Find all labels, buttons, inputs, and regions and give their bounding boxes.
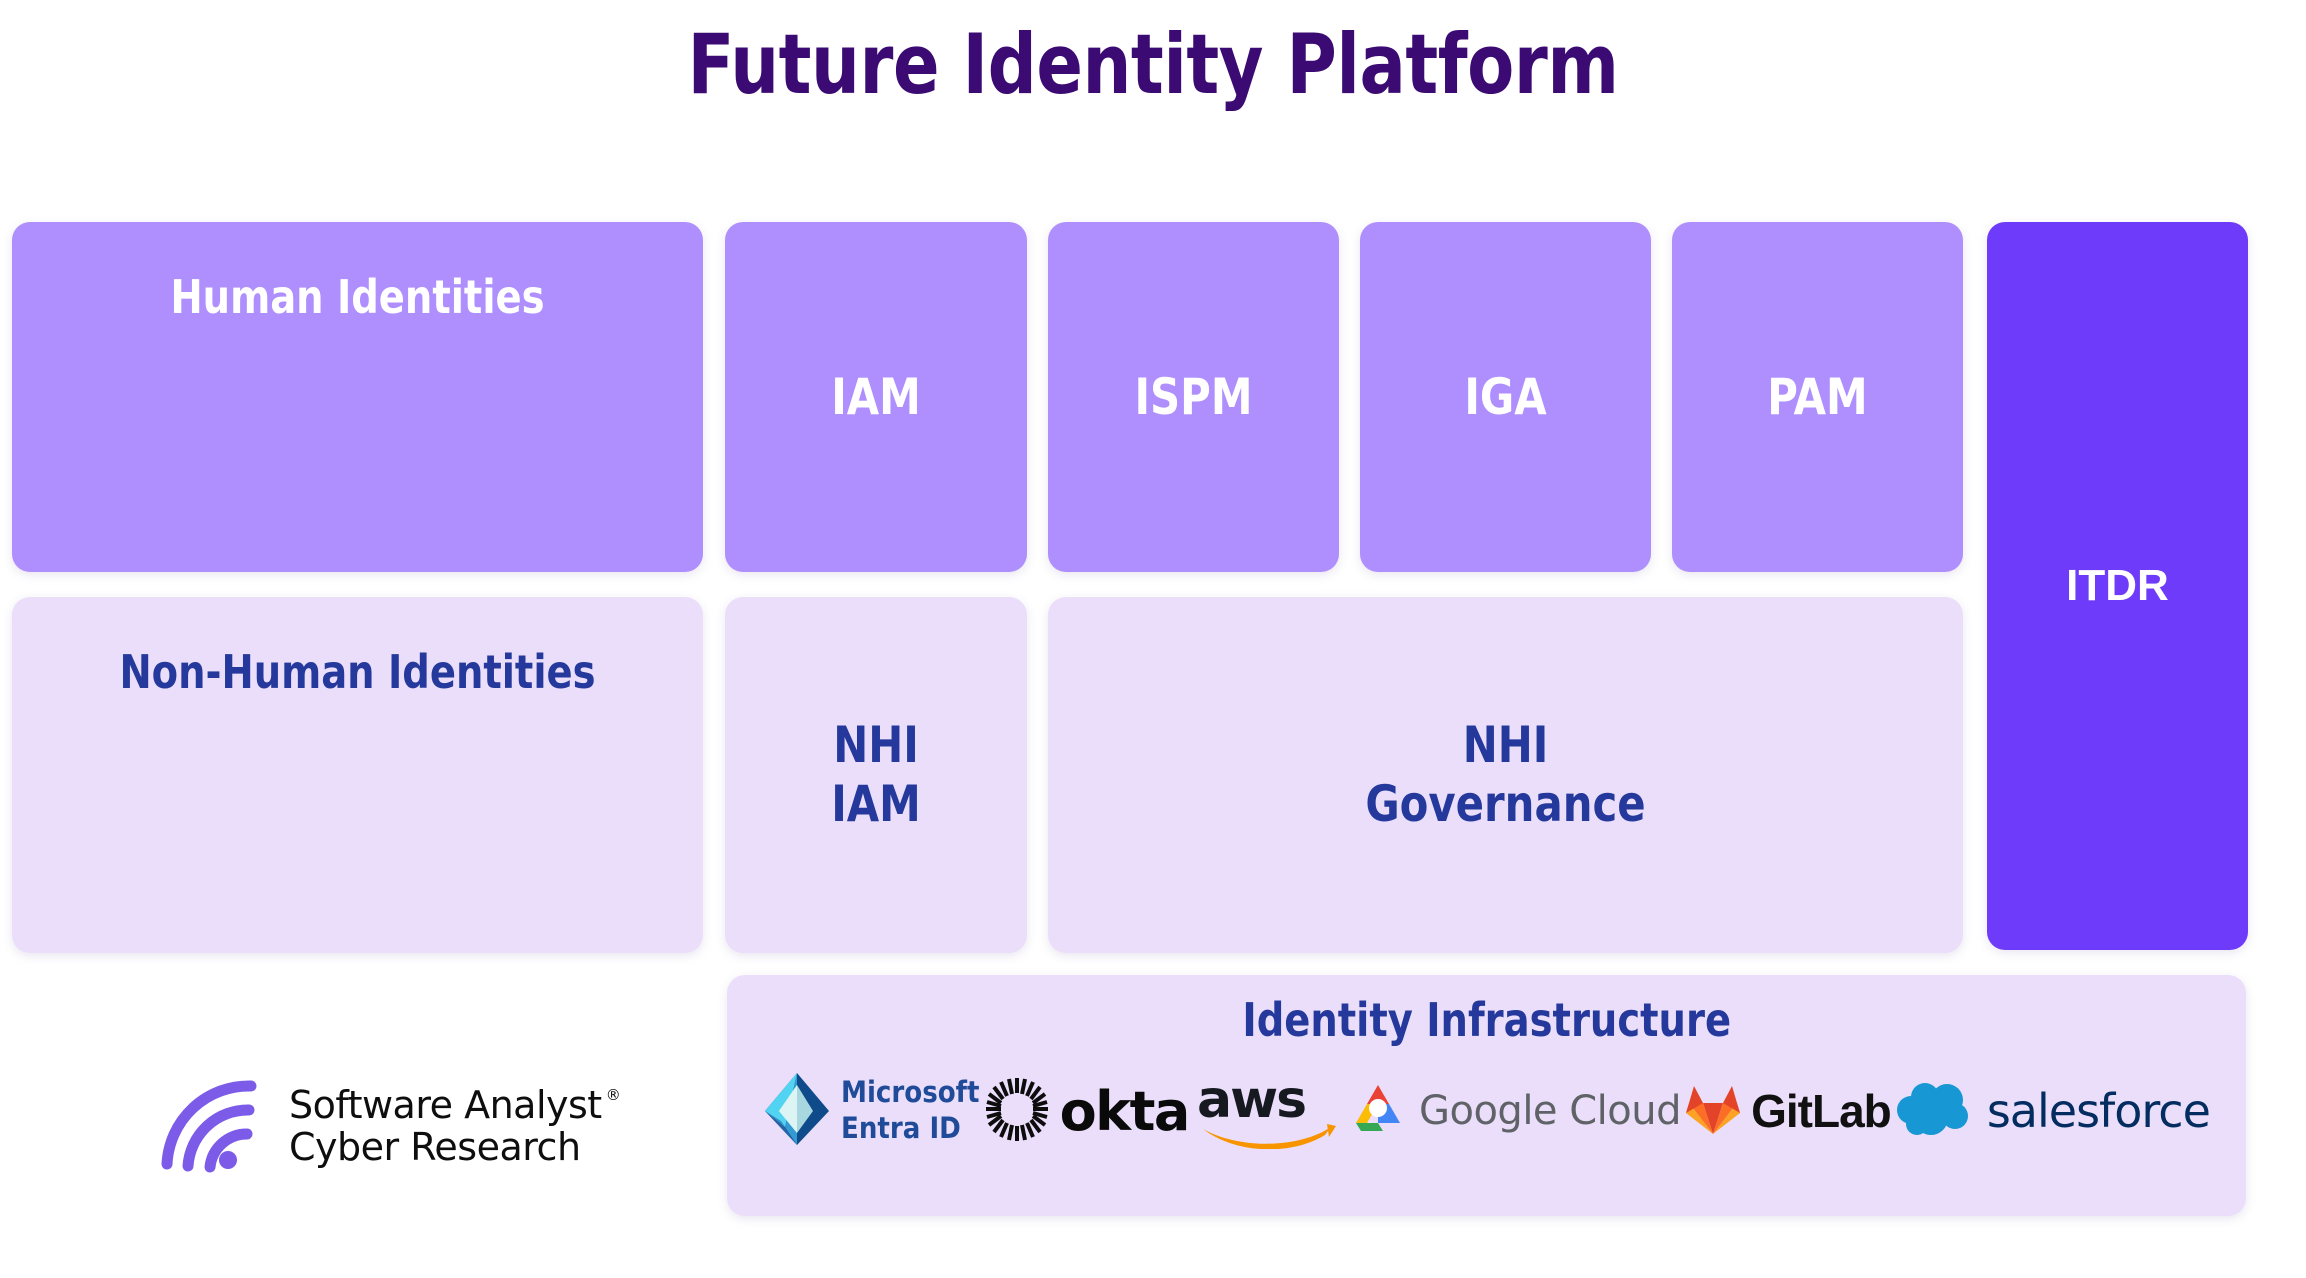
brand-logo: Software Analyst ® Cyber Research bbox=[155, 1072, 621, 1181]
vendor-aws[interactable]: aws bbox=[1193, 1069, 1343, 1153]
google-cloud-icon bbox=[1347, 1081, 1409, 1142]
brand-line2: Cyber Research bbox=[289, 1124, 581, 1169]
google-cloud-wordmark: Google Cloud bbox=[1418, 1088, 1682, 1134]
card-iam-label: IAM bbox=[831, 367, 921, 426]
salesforce-icon bbox=[1895, 1080, 1977, 1143]
vendor-line2: Entra ID bbox=[841, 1111, 961, 1145]
card-itdr[interactable]: ITDR bbox=[1987, 222, 2248, 950]
card-iga-label: IGA bbox=[1464, 367, 1547, 426]
card-pam-label: PAM bbox=[1767, 367, 1868, 426]
vendor-salesforce[interactable]: salesforce bbox=[1895, 1069, 2211, 1153]
registered-mark: ® bbox=[605, 1085, 621, 1104]
card-iam[interactable]: IAM bbox=[725, 222, 1027, 572]
vendor-logo-row: Microsoft Entra ID bbox=[727, 1069, 2246, 1153]
card-itdr-label: ITDR bbox=[2066, 561, 2169, 611]
gitlab-wordmark: GitLab bbox=[1751, 1085, 1892, 1137]
salesforce-wordmark: salesforce bbox=[1986, 1084, 2211, 1138]
svg-text:aws: aws bbox=[1197, 1070, 1305, 1130]
card-ispm[interactable]: ISPM bbox=[1048, 222, 1339, 572]
vendor-google-cloud[interactable]: Google Cloud bbox=[1347, 1069, 1682, 1153]
identity-infrastructure-title: Identity Infrastructure bbox=[1242, 993, 1731, 1047]
card-human-identities-label: Human Identities bbox=[170, 270, 545, 324]
card-iga[interactable]: IGA bbox=[1360, 222, 1651, 572]
microsoft-entra-id-wordmark: Microsoft Entra ID bbox=[841, 1075, 979, 1147]
signal-arcs-icon bbox=[155, 1072, 275, 1181]
vendor-okta[interactable]: okta bbox=[984, 1069, 1191, 1153]
card-human-identities[interactable]: Human Identities bbox=[12, 222, 703, 572]
microsoft-entra-id-icon bbox=[763, 1071, 831, 1152]
page-title: Future Identity Platform bbox=[687, 16, 1619, 113]
vendor-gitlab[interactable]: GitLab bbox=[1685, 1069, 1892, 1153]
card-nhi-governance[interactable]: NHI Governance bbox=[1048, 597, 1963, 953]
gitlab-icon bbox=[1685, 1082, 1741, 1141]
vendor-line1: Microsoft bbox=[841, 1075, 980, 1110]
aws-icon: aws bbox=[1193, 1069, 1343, 1154]
card-ispm-label: ISPM bbox=[1134, 367, 1253, 426]
card-nhi-iam-label: NHI IAM bbox=[831, 716, 921, 833]
vendor-microsoft-entra-id[interactable]: Microsoft Entra ID bbox=[763, 1069, 979, 1153]
card-nonhuman-identities-label: Non-Human Identities bbox=[119, 645, 596, 699]
okta-icon bbox=[984, 1076, 1050, 1147]
okta-wordmark: okta bbox=[1059, 1079, 1191, 1143]
card-pam[interactable]: PAM bbox=[1672, 222, 1963, 572]
card-nonhuman-identities[interactable]: Non-Human Identities bbox=[12, 597, 703, 953]
brand-wordmark: Software Analyst ® Cyber Research bbox=[289, 1082, 621, 1169]
brand-line1: Software Analyst bbox=[289, 1082, 602, 1127]
card-nhi-iam[interactable]: NHI IAM bbox=[725, 597, 1027, 953]
identity-infrastructure-panel: Identity Infrastructure Microsoft bbox=[727, 975, 2246, 1216]
card-nhi-governance-label: NHI Governance bbox=[1365, 716, 1646, 833]
